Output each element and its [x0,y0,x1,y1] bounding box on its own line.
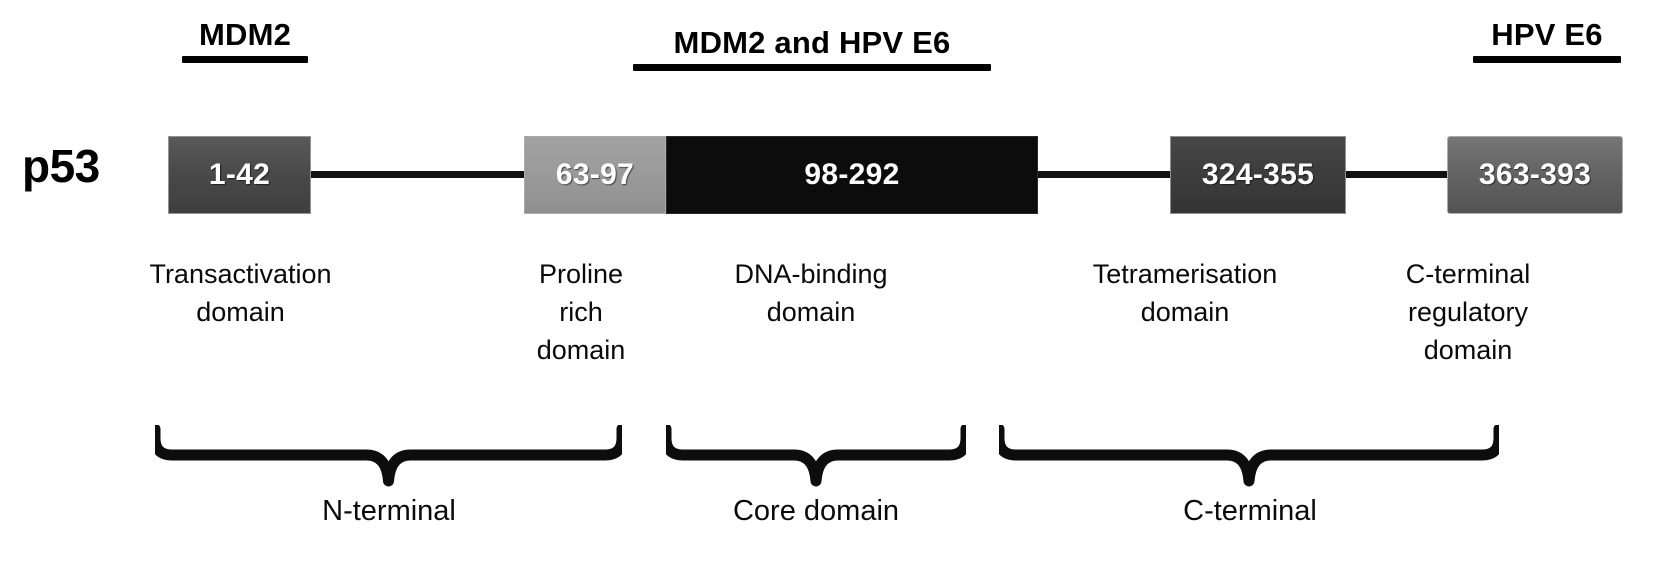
backbone-segment-1 [1036,171,1174,178]
brace-path [155,425,622,487]
domain-caption-transactivation: Transactivation domain [149,259,332,327]
brace-path [666,425,966,487]
partner-label-text: HPV E6 [1491,17,1603,52]
protein-name-label: p53 [22,140,100,192]
partner-label-1: MDM2 and HPV E6 [633,26,991,60]
domain-box-dna-binding[interactable]: 98-292 [666,136,1038,214]
domain-box-tetramerisation[interactable]: 324-355 [1170,136,1346,214]
domain-residue-range: 324-355 [1201,158,1315,191]
domain-caption-tetramerisation: Tetramerisation domain [1092,259,1278,327]
partner-label-text: MDM2 [198,17,292,52]
region-label-core-domain: Core domain [732,495,900,527]
domain-caption-c-terminal-regulatory: C-terminal regulatory domain [1405,259,1531,365]
partner-label-underline [182,56,308,63]
brace-c-terminal [999,425,1499,487]
domain-residue-range: 363-393 [1478,158,1592,191]
domain-box-c-terminal-regulatory[interactable]: 363-393 [1447,136,1623,214]
domain-residue-range: 98-292 [804,158,900,191]
brace-n-terminal [155,425,622,487]
backbone-segment-0 [308,171,528,178]
partner-label-text: MDM2 and HPV E6 [673,25,951,60]
partner-label-underline [633,64,991,71]
domain-caption-dna-binding: DNA-binding domain [734,259,888,327]
domain-residue-range: 63-97 [555,158,635,191]
region-label-c-terminal: C-terminal [1183,495,1317,527]
domain-caption-proline-rich: Proline rich domain [536,259,626,365]
backbone-segment-2 [1343,171,1451,178]
partner-label-0: MDM2 [182,18,308,52]
domain-box-transactivation[interactable]: 1-42 [168,136,311,214]
partner-label-2: HPV E6 [1473,18,1621,52]
partner-label-underline [1473,56,1621,63]
domain-box-proline-rich[interactable]: 63-97 [524,136,666,214]
brace-core-domain [666,425,966,487]
domain-residue-range: 1-42 [208,158,271,191]
region-label-n-terminal: N-terminal [322,495,456,527]
brace-path [999,425,1499,487]
